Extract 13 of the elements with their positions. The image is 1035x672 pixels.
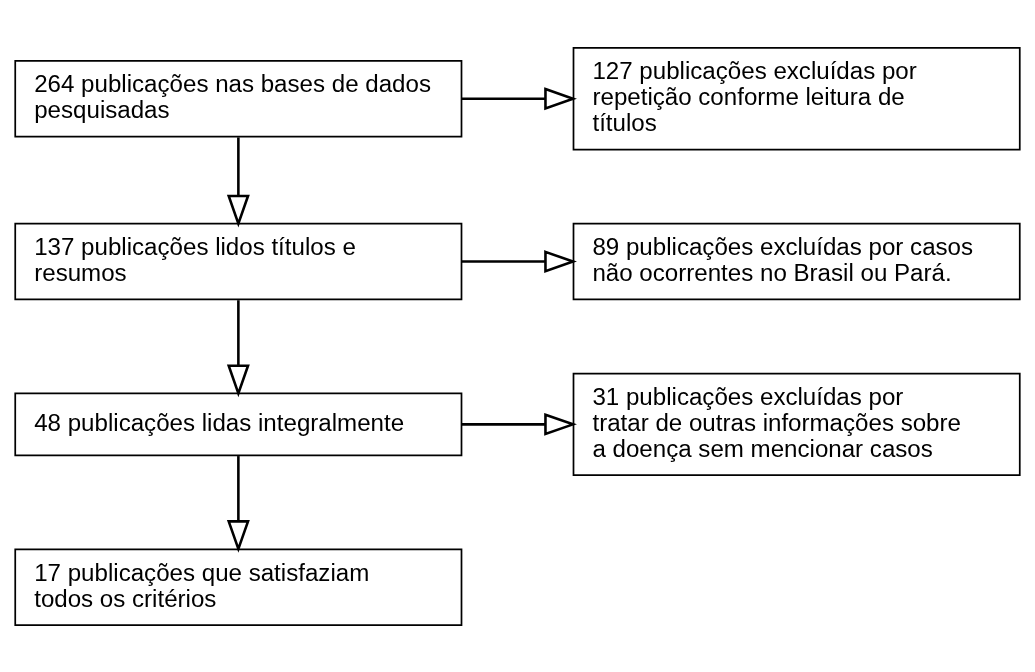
node-box: 89 publicações excluídas por casos não ocorrentes no Brasil ou Pará. bbox=[572, 222, 1021, 300]
arrow bbox=[226, 455, 250, 553]
node-box: 127 publicações excluídas por repetição conforme leitura de títulos bbox=[572, 46, 1021, 150]
node-box: 264 publicações nas bases de dados pesquisadas bbox=[14, 59, 463, 137]
node-box: 48 publicações lidas integralmente bbox=[14, 392, 463, 456]
arrow bbox=[461, 249, 577, 273]
node-box: 31 publicações excluídas por tratar de outras informações sobre a doença sem mencionar casos bbox=[572, 372, 1021, 476]
arrow bbox=[461, 86, 577, 110]
arrow bbox=[226, 136, 250, 227]
node-box: 137 publicações lidos títulos e resumos bbox=[14, 222, 463, 300]
arrow bbox=[226, 299, 250, 397]
arrow bbox=[461, 412, 577, 436]
node-box: 17 publicações que satisfaziam todos os critérios bbox=[14, 547, 463, 626]
